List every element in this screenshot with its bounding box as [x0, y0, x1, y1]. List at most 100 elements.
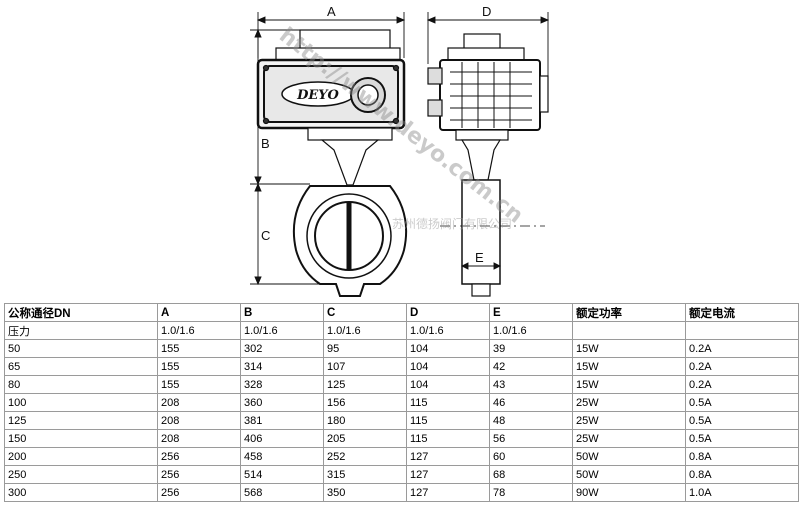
table-cell: 150 [4, 429, 158, 448]
table-cell: 15W [572, 339, 686, 358]
table-cell: 125 [4, 411, 158, 430]
pressure-row: 压力 1.0/1.6 1.0/1.6 1.0/1.6 1.0/1.6 1.0/1… [4, 321, 799, 340]
table-cell: 180 [323, 411, 407, 430]
front-indicator-inner [357, 84, 379, 106]
table-cell: 15W [572, 375, 686, 394]
table-cell: 302 [240, 339, 324, 358]
table-cell: 252 [323, 447, 407, 466]
table-cell: 514 [240, 465, 324, 484]
table-cell: 107 [323, 357, 407, 376]
col-header-current: 额定电流 [685, 303, 799, 322]
table-cell: 1.0/1.6 [323, 321, 407, 340]
dim-label-d: D [482, 4, 491, 19]
col-header-e: E [489, 303, 573, 322]
front-mounting-bracket [307, 127, 393, 141]
table-cell: 314 [240, 357, 324, 376]
table-cell: 458 [240, 447, 324, 466]
table-cell: 39 [489, 339, 573, 358]
table-cell: 65 [4, 357, 158, 376]
table-cell: 155 [157, 357, 241, 376]
table-cell: 104 [406, 375, 490, 394]
dim-label-e: E [475, 250, 484, 265]
dimension-lines [250, 12, 550, 286]
table-cell: 48 [489, 411, 573, 430]
table-cell: 256 [157, 447, 241, 466]
table-cell: 0.2A [685, 375, 799, 394]
table-cell: 104 [406, 357, 490, 376]
table-cell: 43 [489, 375, 573, 394]
side-cable-gland-top [427, 67, 443, 85]
table-cell: 95 [323, 339, 407, 358]
watermark-company: 苏州德扬阀门有限公司 [392, 216, 512, 231]
col-header-d: D [406, 303, 490, 322]
table-cell: 50W [572, 465, 686, 484]
table-cell: 127 [406, 465, 490, 484]
table-cell: 200 [4, 447, 158, 466]
table-cell: 350 [323, 483, 407, 502]
table-cell: 360 [240, 393, 324, 412]
table-cell: 208 [157, 411, 241, 430]
table-cell: 56 [489, 429, 573, 448]
front-screw-2 [392, 64, 400, 72]
table-cell: 100 [4, 393, 158, 412]
table-cell: 125 [323, 375, 407, 394]
table-cell: 256 [157, 483, 241, 502]
table-cell: 25W [572, 411, 686, 430]
side-handwheel-stub [539, 75, 549, 113]
table-cell: 0.2A [685, 339, 799, 358]
table-cell: 0.2A [685, 357, 799, 376]
table-cell: 0.8A [685, 465, 799, 484]
table-cell [572, 321, 686, 340]
valve-dimension-drawing: A D B C E DEYO http://www.deyo.com.cn 苏州… [250, 4, 550, 297]
table-cell: 1.0/1.6 [489, 321, 573, 340]
table-cell: 80 [4, 375, 158, 394]
table-cell: 25W [572, 429, 686, 448]
col-header-power: 额定功率 [572, 303, 686, 322]
table-cell: 115 [406, 393, 490, 412]
col-header-a: A [157, 303, 241, 322]
brand-logo-text: DEYO [296, 88, 339, 103]
table-cell [685, 321, 799, 340]
table-cell: 50 [4, 339, 158, 358]
table-cell: 156 [323, 393, 407, 412]
table-cell: 1.0/1.6 [406, 321, 490, 340]
table-cell: 127 [406, 447, 490, 466]
table-cell: 328 [240, 375, 324, 394]
table-cell: 115 [406, 411, 490, 430]
dim-label-a: A [327, 4, 336, 19]
table-cell: 0.8A [685, 447, 799, 466]
col-header-dn: 公称通径DN [4, 303, 158, 322]
side-mounting-bracket [455, 129, 509, 141]
table-header-row: 公称通径DN A B C D E 额定功率 额定电流 [4, 303, 799, 322]
table-cell: 0.5A [685, 393, 799, 412]
front-screw-3 [262, 117, 270, 125]
table-cell: 25W [572, 393, 686, 412]
dim-label-b: B [261, 136, 270, 151]
table-cell: 205 [323, 429, 407, 448]
front-valve-neck [320, 139, 380, 186]
table-cell: 90W [572, 483, 686, 502]
col-header-b: B [240, 303, 324, 322]
table-cell: 381 [240, 411, 324, 430]
table-cell: 115 [406, 429, 490, 448]
table-cell: 68 [489, 465, 573, 484]
side-cable-gland-bottom [427, 99, 443, 117]
table-cell: 1.0/1.6 [240, 321, 324, 340]
front-screw-1 [262, 64, 270, 72]
dim-label-c: C [261, 228, 270, 243]
table-cell: 0.5A [685, 411, 799, 430]
table-cell: 155 [157, 375, 241, 394]
table-cell: 0.5A [685, 429, 799, 448]
table-cell: 15W [572, 357, 686, 376]
table-cell: 1.0A [685, 483, 799, 502]
table-cell: 208 [157, 429, 241, 448]
side-valve-bottom [471, 283, 491, 297]
col-header-c: C [323, 303, 407, 322]
